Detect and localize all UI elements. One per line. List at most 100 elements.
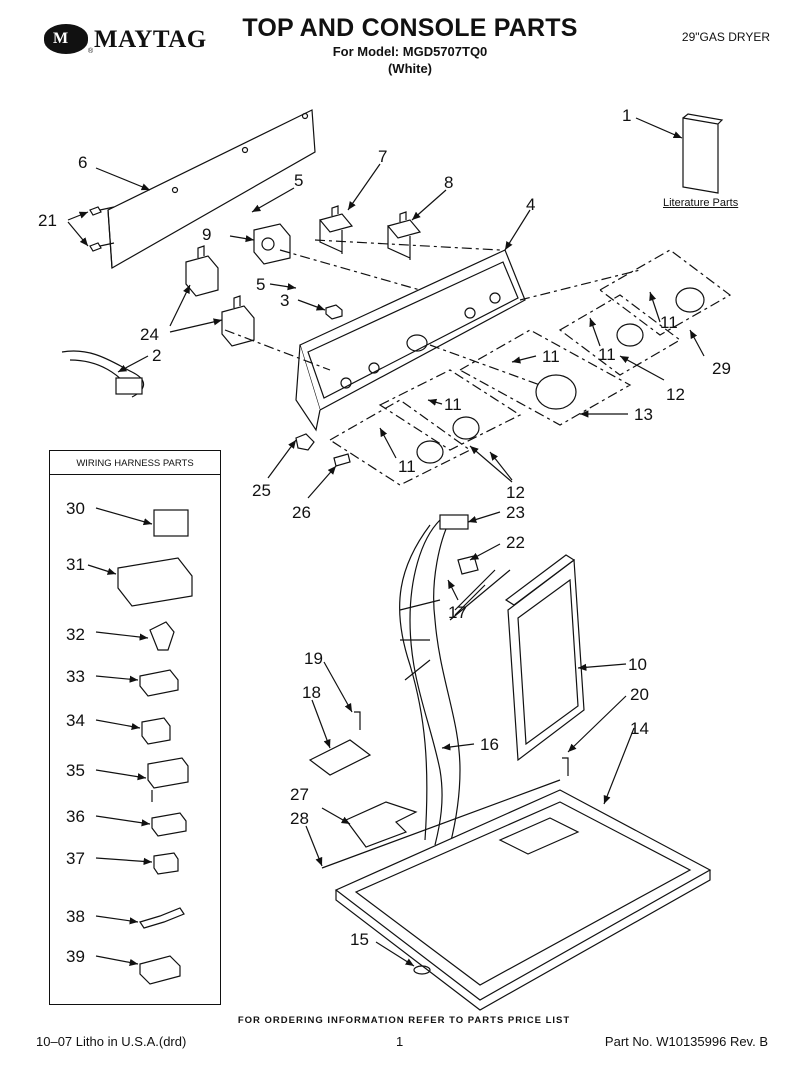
maytag-logo: M MAYTAG ® bbox=[44, 24, 214, 58]
part-number: Part No. W10135996 Rev. B bbox=[604, 1034, 768, 1049]
callout-27: 27 bbox=[290, 785, 309, 804]
callout-26: 26 bbox=[292, 503, 311, 522]
wiring-harness-divider bbox=[49, 474, 221, 475]
control-console bbox=[299, 249, 526, 411]
terminal-38 bbox=[139, 907, 185, 929]
connector-34 bbox=[141, 717, 171, 745]
callout-11e: 11 bbox=[398, 457, 416, 476]
callout-29: 29 bbox=[712, 359, 731, 378]
callout-5a: 5 bbox=[294, 171, 303, 190]
product-type: 29"GAS DRYER bbox=[681, 30, 770, 44]
knob-11 bbox=[452, 416, 480, 440]
callout-39: 39 bbox=[66, 947, 85, 966]
callout-17: 17 bbox=[448, 603, 467, 622]
timer-9 bbox=[253, 223, 291, 265]
switch-24a bbox=[185, 245, 219, 297]
maytag-badge-icon: M bbox=[44, 24, 88, 54]
callout-11a: 11 bbox=[660, 313, 678, 332]
callout-37: 37 bbox=[66, 849, 85, 868]
label-26 bbox=[333, 453, 351, 467]
main-harness-16 bbox=[399, 514, 511, 846]
clip-25 bbox=[295, 433, 315, 451]
callout-6: 6 bbox=[78, 153, 87, 172]
knob-box-13 bbox=[458, 329, 632, 426]
callout-7: 7 bbox=[378, 147, 387, 166]
screw-21b bbox=[89, 242, 115, 252]
callout-21: 21 bbox=[38, 211, 57, 230]
lint-screen-10 bbox=[504, 554, 585, 762]
callout-2: 2 bbox=[152, 346, 161, 365]
callout-16: 16 bbox=[480, 735, 499, 754]
callout-12a: 12 bbox=[666, 385, 685, 404]
knob-box-12a bbox=[558, 294, 682, 376]
page-number: 1 bbox=[396, 1034, 404, 1049]
callout-13: 13 bbox=[634, 405, 653, 424]
rear-panel bbox=[107, 109, 316, 269]
callout-20: 20 bbox=[630, 685, 649, 704]
callout-3: 3 bbox=[280, 291, 289, 310]
literature-parts-label: Literature Parts bbox=[663, 197, 739, 209]
callout-11b: 11 bbox=[598, 345, 616, 364]
knob-13 bbox=[535, 374, 577, 410]
knob-12b bbox=[416, 440, 444, 464]
callout-24: 24 bbox=[140, 325, 159, 344]
screw-20 bbox=[562, 757, 569, 776]
wiring-harness-title: WIRING HARNESS PARTS bbox=[76, 458, 194, 469]
literature-booklet bbox=[682, 113, 724, 194]
connector-36 bbox=[151, 812, 187, 837]
ordering-note: FOR ORDERING INFORMATION REFER TO PARTS … bbox=[237, 1015, 571, 1026]
color-line: (White) bbox=[387, 61, 433, 76]
registered-mark: ® bbox=[88, 48, 94, 55]
callout-30: 30 bbox=[66, 499, 85, 518]
litho-info: 10–07 Litho in U.S.A.(drd) bbox=[36, 1034, 187, 1049]
callout-18: 18 bbox=[302, 683, 321, 702]
switch-7 bbox=[318, 205, 354, 254]
wiring-harness-box bbox=[49, 450, 221, 1005]
callout-31: 31 bbox=[66, 555, 85, 574]
callout-23: 23 bbox=[506, 503, 525, 522]
callout-25: 25 bbox=[252, 481, 271, 500]
switch-8 bbox=[386, 211, 422, 260]
callout-10: 10 bbox=[628, 655, 647, 674]
connector-37 bbox=[153, 852, 179, 875]
clip-32 bbox=[149, 621, 175, 651]
callout-8: 8 bbox=[444, 173, 453, 192]
harness-2 bbox=[61, 350, 145, 398]
knob-12a bbox=[616, 323, 644, 347]
knob-box-29 bbox=[598, 249, 732, 336]
connector-39 bbox=[139, 955, 181, 985]
brand-name: MAYTAG bbox=[94, 26, 207, 53]
callout-15: 15 bbox=[350, 930, 369, 949]
connector-35 bbox=[147, 757, 189, 802]
callout-36: 36 bbox=[66, 807, 85, 826]
callout-32: 32 bbox=[66, 625, 85, 644]
switch-24b bbox=[221, 295, 255, 347]
callout-22: 22 bbox=[506, 533, 525, 552]
knob-29 bbox=[675, 287, 705, 313]
page-title: TOP AND CONSOLE PARTS bbox=[242, 14, 578, 42]
bracket-18 bbox=[308, 739, 372, 776]
callout-28: 28 bbox=[290, 809, 309, 828]
seal-27 bbox=[345, 801, 418, 848]
callout-35: 35 bbox=[66, 761, 85, 780]
bracket-22 bbox=[457, 555, 479, 575]
callout-5b: 5 bbox=[256, 275, 265, 294]
connector-30 bbox=[153, 509, 189, 537]
callout-14: 14 bbox=[630, 719, 649, 738]
screw-21a bbox=[89, 206, 115, 216]
connector-31 bbox=[117, 557, 193, 607]
callout-4: 4 bbox=[526, 195, 535, 214]
knob-box-11 bbox=[378, 369, 522, 451]
callout-34: 34 bbox=[66, 711, 85, 730]
callout-12b: 12 bbox=[506, 483, 525, 502]
callout-11d: 11 bbox=[444, 395, 462, 414]
connector-33 bbox=[139, 669, 179, 697]
strip-28 bbox=[321, 779, 561, 869]
model-line: For Model: MGD5707TQ0 bbox=[332, 44, 488, 59]
callout-33: 33 bbox=[66, 667, 85, 686]
screw-19 bbox=[354, 711, 361, 730]
callout-9: 9 bbox=[202, 225, 211, 244]
callout-19: 19 bbox=[304, 649, 323, 668]
callout-11c: 11 bbox=[542, 347, 560, 366]
